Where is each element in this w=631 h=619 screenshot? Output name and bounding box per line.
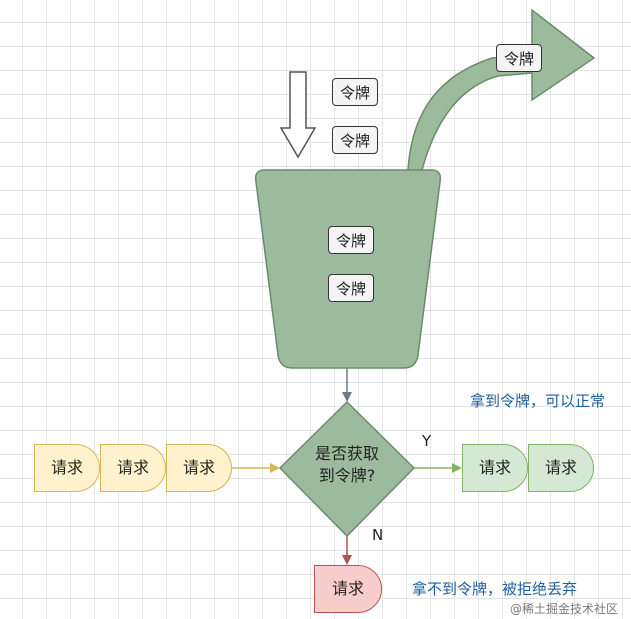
watermark: @稀土掘金技术社区: [510, 602, 619, 616]
incoming-token: 令牌: [332, 126, 378, 154]
token-bucket: [254, 169, 442, 369]
bucket-token: 令牌: [328, 226, 374, 254]
queued-request: 请求: [166, 444, 232, 492]
pass-note: 拿到令牌，可以正常: [470, 392, 606, 410]
rejected-request: 请求: [314, 565, 382, 613]
decision-label: 是否获取 到令牌?: [290, 443, 404, 487]
passed-request: 请求: [462, 444, 528, 492]
queued-request: 请求: [34, 444, 100, 492]
decision-label-line1: 是否获取: [314, 444, 379, 463]
queued-request: 请求: [100, 444, 166, 492]
decision-label-line2: 到令牌?: [318, 466, 376, 485]
outgoing-token: 令牌: [496, 44, 542, 72]
reject-note: 拿不到令牌，被拒绝丢弃: [412, 580, 578, 598]
bucket-token: 令牌: [328, 274, 374, 302]
no-label: N: [372, 526, 384, 544]
yes-label: Y: [422, 432, 432, 450]
incoming-arrow: [279, 71, 317, 159]
outgoing-arrow: [407, 8, 596, 171]
passed-request: 请求: [528, 444, 594, 492]
incoming-token: 令牌: [332, 78, 378, 106]
